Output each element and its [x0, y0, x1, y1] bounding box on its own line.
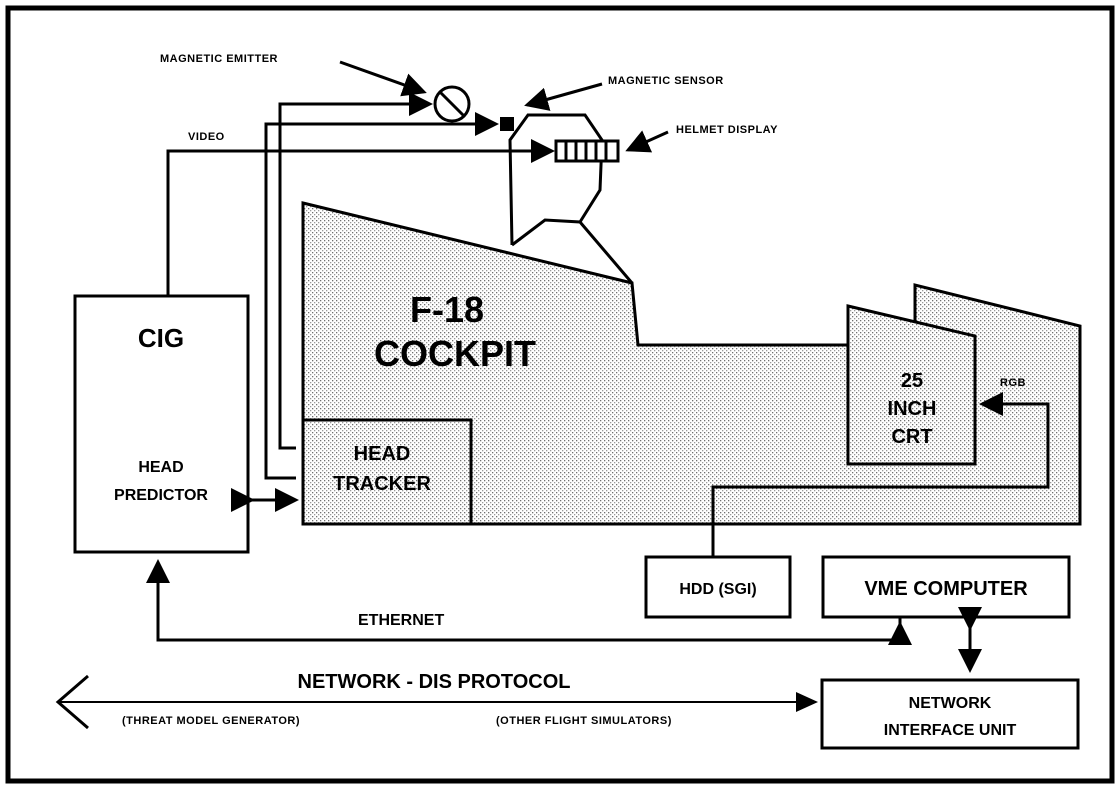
head-tracker-label-1: HEAD	[354, 443, 411, 465]
video-label: VIDEO	[188, 131, 225, 143]
network-interface-unit-box	[820, 678, 1080, 750]
helmet-display-label: HELMET DISPLAY	[676, 124, 778, 136]
niu-label-2: INTERFACE UNIT	[884, 722, 1017, 739]
diagram-frame	[5, 5, 1115, 784]
threat-model-label: (THREAT MODEL GENERATOR)	[122, 715, 300, 727]
crt-label-1: 25	[901, 370, 923, 392]
video-connection	[166, 139, 555, 296]
rgb-label: RGB	[1000, 377, 1026, 389]
pilot-figure	[508, 113, 634, 284]
crt-box	[846, 285, 977, 466]
crt-label-3: CRT	[891, 426, 932, 448]
magnetic-sensor-label: MAGNETIC SENSOR	[608, 75, 724, 87]
other-simulators-label: (OTHER FLIGHT SIMULATORS)	[496, 715, 672, 727]
crt-label-2: INCH	[888, 398, 937, 420]
head-tracker-label-2: TRACKER	[333, 473, 431, 495]
ethernet-label: ETHERNET	[358, 612, 444, 629]
hdd-label: HDD (SGI)	[679, 581, 756, 598]
network-right-arrow-head	[796, 692, 818, 712]
sensor-callout-arrow	[524, 82, 603, 111]
sensor-connection	[264, 112, 499, 480]
cockpit-label-1: F-18	[410, 289, 484, 330]
magnetic-sensor-device	[500, 117, 514, 131]
cockpit-label-2: COCKPIT	[374, 333, 536, 374]
magnetic-emitter-label: MAGNETIC EMITTER	[160, 53, 278, 65]
network-left-arrow-head	[55, 674, 89, 730]
cig-predictor-label: PREDICTOR	[114, 487, 208, 504]
helmet-display-callout-arrow	[625, 130, 669, 153]
head-tracker-box	[301, 418, 473, 526]
niu-label-1: NETWORK	[909, 695, 992, 712]
cig-head-label: HEAD	[138, 459, 183, 476]
emitter-connection	[278, 92, 433, 450]
hdd-box	[644, 555, 792, 619]
cig-title: CIG	[138, 323, 184, 353]
emitter-callout-arrow	[339, 60, 427, 97]
cig-box	[73, 294, 250, 554]
magnetic-emitter-device	[433, 85, 471, 123]
vme-computer-label: VME COMPUTER	[864, 578, 1028, 600]
vme-computer-box	[821, 555, 1071, 619]
helmet-display-device	[554, 139, 620, 163]
network-protocol-label: NETWORK - DIS PROTOCOL	[298, 671, 571, 693]
rgb-connection	[711, 392, 1050, 557]
